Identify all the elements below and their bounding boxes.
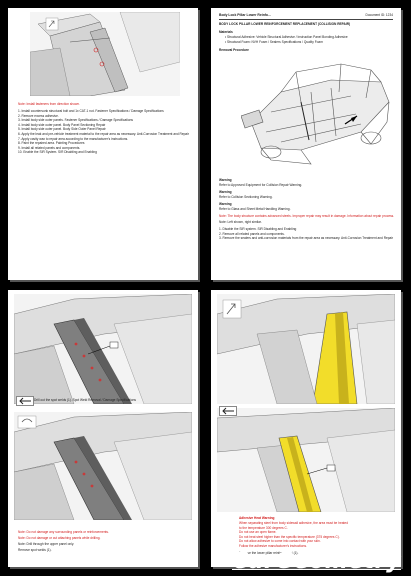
- materials-list: • Structural Adhesive: Vehicle Structura…: [225, 35, 395, 44]
- arrow-icon: [16, 396, 34, 406]
- warning-1-text: Refer to Approved Equipment for Collisio…: [219, 183, 303, 187]
- list-item: to the temperature 300 degrees C.: [239, 525, 288, 530]
- list-item: 3. Install body side outer panels. Faste…: [18, 118, 133, 123]
- pillar-illustration: [30, 12, 180, 96]
- list-item: When separating steel from body sidewall…: [239, 521, 348, 525]
- warning-1-label: Warning: [219, 178, 232, 182]
- list-item: • Structural Adhesive: Vehicle Structura…: [225, 35, 348, 39]
- remove-welds-step: Remove spot welds (1).: [18, 548, 52, 552]
- warning-3-label: Warning: [219, 202, 232, 206]
- list-item: 8. Paint the repaired area. Painting Pro…: [18, 141, 85, 146]
- warning-note-1: Note: Do not damage any surrounding pane…: [18, 530, 109, 534]
- header-right: Document ID: 1234: [365, 13, 393, 17]
- warning-2-label: Warning: [219, 190, 232, 194]
- list-item: 2. Remove excess adhesive.: [18, 113, 59, 118]
- list-item: 2. Remove all related panels and compone…: [219, 231, 285, 236]
- list-item: 1. Install countersunk structural bolt a…: [18, 109, 164, 113]
- reinforcement-removal-diagram: [217, 408, 395, 512]
- list-item: Do not use an open flame.: [239, 530, 277, 535]
- remove-reinforcement-step: Remove the lower pillar reinforcement (1…: [239, 551, 299, 555]
- document-page-1: Note: Install fasteners from direction s…: [8, 8, 198, 280]
- install-note: Note: Install fasteners from direction s…: [18, 102, 81, 106]
- warning-note-2: Note: Do not damage or cut attaching pan…: [18, 536, 101, 540]
- list-item: 6. Apply the leak and pre-vehicle treatm…: [18, 131, 189, 136]
- adhesive-warning-label: Adhesive Heat Warning: [239, 516, 275, 520]
- list-item: 1. Disable the SIR system. SIR Disabling…: [219, 227, 297, 231]
- warning-2-text: Refer to Collision Sectioning Warning.: [219, 195, 273, 199]
- materials-label: Materials: [219, 30, 233, 34]
- list-item: 9. Install all related panels and compon…: [18, 145, 81, 150]
- document-page-3: Drill out the spot welds (1). Spot Weld …: [8, 290, 198, 567]
- reinforcement-highlight-diagram: [217, 294, 395, 404]
- warning-3-text: Refer to Glass and Sheet Metal Handling …: [219, 207, 291, 211]
- arrow-icon: [219, 406, 237, 416]
- list-item: 4. Install body side outer panel. Body P…: [18, 122, 106, 127]
- drill-step: Drill out the spot welds (1). Spot Weld …: [34, 398, 136, 402]
- steps-list: 1. Install countersunk structural bolt a…: [18, 109, 194, 155]
- list-item: Do not allow adhesive to come into conta…: [239, 539, 321, 544]
- document-page-2: Body Lock Pillar Lower Reinfo... Documen…: [211, 8, 401, 280]
- list-item: 3. Remove the sealers and anti-corrosion…: [219, 236, 394, 241]
- spot-weld-diagram-top: [14, 294, 192, 404]
- site-logo: CarGeometry: [232, 549, 401, 574]
- list-item: 5. Install body side outer panel. Body S…: [18, 127, 106, 132]
- list-item: • Structural Foam: NVH Foam / Sealers Sp…: [225, 39, 323, 44]
- advanced-steel-note: Note: The body structure contains advanc…: [219, 214, 395, 218]
- removal-steps: 1. Disable the SIR system. SIR Disabling…: [219, 227, 395, 241]
- list-item: Follow the adhesive manufacturer's instr…: [239, 543, 307, 548]
- page-title: BODY LOCK PILLAR LOWER REINFORCEMENT REP…: [219, 22, 351, 26]
- document-page-4: Adhesive Heat Warning When separating st…: [211, 290, 401, 567]
- vehicle-body-diagram: [241, 63, 390, 165]
- drill-note: Note: Drill through the upper panel only…: [18, 542, 75, 546]
- list-item: Do not heat steel higher than the specif…: [239, 534, 340, 539]
- adhesive-warning-list: When separating steel from body sidewall…: [239, 521, 395, 549]
- list-item: 10. Enable the SIR System. SIR Disabling…: [18, 150, 97, 155]
- header-left: Body Lock Pillar Lower Reinfo...: [219, 13, 271, 17]
- list-item: 7. Apply cavity wax to repair area accor…: [18, 136, 129, 141]
- side-note: Note: Left shown, right similar.: [219, 220, 262, 224]
- removal-label: Removal Procedure: [219, 48, 249, 52]
- spot-weld-diagram-bottom: [14, 412, 192, 520]
